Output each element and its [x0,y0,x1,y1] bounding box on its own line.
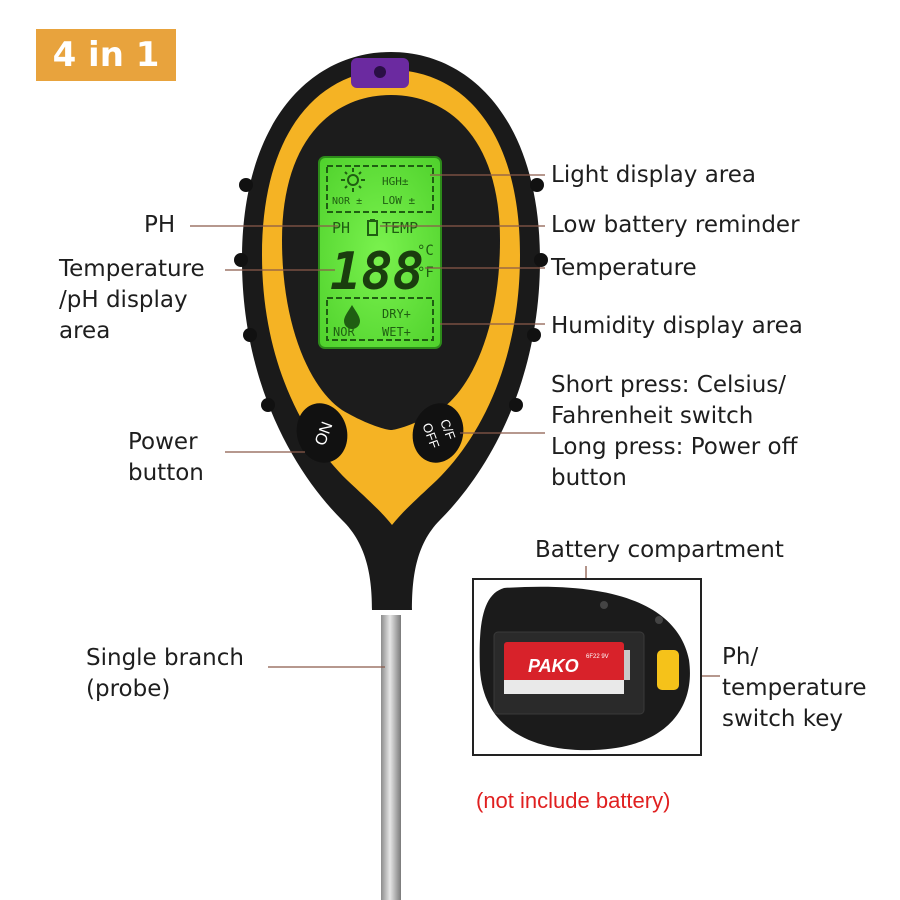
lcd-screen [318,156,442,349]
side-grips [234,178,548,412]
sun-icon [341,168,365,192]
battery-note: (not include battery) [476,788,671,813]
battery-brand: PAKO [528,656,579,676]
cf-switch-line-4: button [551,465,627,491]
cf-switch-line-1: Short press: Celsius/ [551,372,787,398]
lcd-wet: WET+ [382,325,411,339]
label-light-display: Light display area [551,162,756,188]
battery-inset: PAKO 6F22 9V [472,578,702,756]
battery-spec: 6F22 9V [586,654,609,660]
label-cf-switch: Short press: Celsius/ Fahrenheit switch … [551,370,797,494]
temp-ph-line-3: area [59,318,111,344]
battery-icon [367,219,378,236]
lcd-dry: DRY+ [382,307,411,321]
switch-key-line-2: temperature [722,675,867,701]
power-line-1: Power [128,429,198,455]
temp-ph-line-1: Temperature [59,256,205,282]
label-battery-compartment: Battery compartment [535,537,784,563]
on-button: ON [296,403,348,463]
label-low-battery: Low battery reminder [551,212,800,238]
battery-inset-art: PAKO 6F22 9V [479,586,690,751]
label-ph: PH [144,212,176,238]
label-temp-ph-area: Temperature /pH display area [59,254,205,347]
switch-key [657,650,679,690]
lcd-unit-c: °C [417,243,434,259]
label-humidity: Humidity display area [551,313,803,339]
water-drop-icon [344,305,360,329]
probe-line-2: (probe) [86,676,171,702]
power-line-2: button [128,460,204,486]
lcd-ph-mode: PH [332,219,350,237]
lcd-temp-mode: TEMP [382,219,418,237]
switch-key-line-1: Ph/ [722,644,759,670]
label-temperature-right: Temperature [551,255,697,281]
lcd-light-high: HGH± [382,175,409,188]
cf-button-label-top: C/F [437,417,458,442]
lcd-digits: 188 [330,242,424,302]
switch-key-line-3: switch key [722,706,843,732]
lcd-unit-f: °F [417,265,434,281]
temp-ph-line-2: /pH display [59,287,188,313]
probe-rod [381,615,401,900]
lcd-nor: NOR [333,325,355,339]
label-power-button: Power button [128,427,204,489]
label-switch-key: Ph/ temperature switch key [722,642,867,735]
lcd-light-nor: NOR ± [332,196,362,207]
cf-off-button: C/F OFF [412,403,464,463]
probe-line-1: Single branch [86,645,244,671]
cf-switch-line-3: Long press: Power off [551,434,798,460]
label-probe: Single branch (probe) [86,643,244,705]
lcd-light-low: LOW ± [382,194,415,207]
badge-4-in-1: 4 in 1 [36,29,176,81]
cf-switch-line-2: Fahrenheit switch [551,403,754,429]
